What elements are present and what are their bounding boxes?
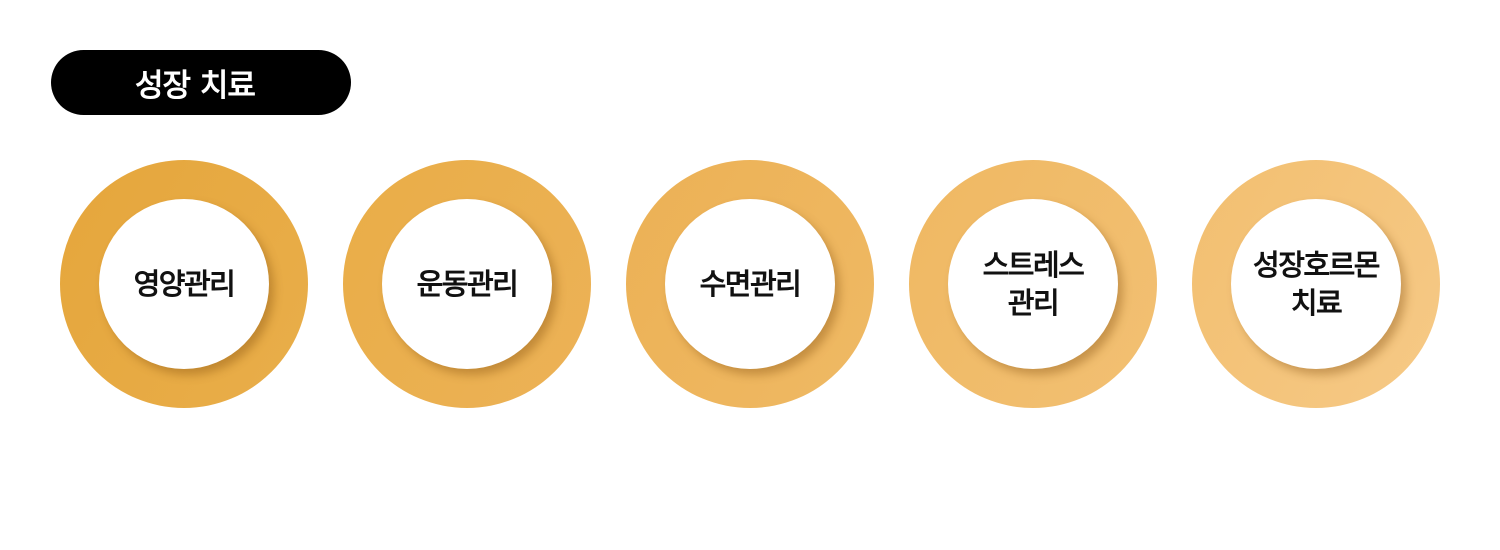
sleep-label: 수면관리 <box>699 267 802 301</box>
exercise-circle: 운동관리 <box>382 199 552 369</box>
nutrition-ring: 영양관리 <box>60 160 308 408</box>
stress-ring: 스트레스 관리 <box>909 160 1157 408</box>
stress-circle: 스트레스 관리 <box>948 199 1118 369</box>
section-title: 성장 치료 <box>135 68 256 104</box>
title-pill: 성장 치료 <box>51 50 351 115</box>
nutrition-circle: 영양관리 <box>99 199 269 369</box>
growth-hormone-label: 성장호르몬 치료 <box>1253 248 1380 320</box>
growth-hormone-ring: 성장호르몬 치료 <box>1192 160 1440 408</box>
stress-label: 스트레스 관리 <box>982 248 1085 320</box>
exercise-label: 운동관리 <box>416 267 519 301</box>
sleep-ring: 수면관리 <box>626 160 874 408</box>
sleep-circle: 수면관리 <box>665 199 835 369</box>
exercise-ring: 운동관리 <box>343 160 591 408</box>
nutrition-label: 영양관리 <box>133 267 236 301</box>
growth-hormone-circle: 성장호르몬 치료 <box>1231 199 1401 369</box>
